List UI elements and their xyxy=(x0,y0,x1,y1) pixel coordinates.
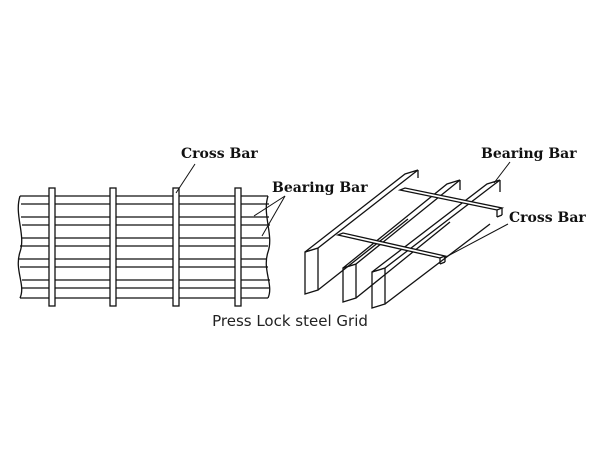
left-cross-bar-label: Cross Bar xyxy=(181,146,258,162)
right-bearing-bar-leader xyxy=(493,161,511,184)
grating-isometric-view: Bearing Bar Cross Bar xyxy=(304,146,586,309)
diagram-caption: Press Lock steel Grid xyxy=(212,312,368,330)
left-break-line xyxy=(17,195,23,299)
right-cross-bar-label: Cross Bar xyxy=(509,210,586,226)
left-bearing-bar-label: Bearing Bar xyxy=(272,180,368,196)
cross-bars-isometric xyxy=(335,187,505,265)
grating-elevation-view: Cross Bar Bearing Bar xyxy=(17,146,368,307)
right-bearing-bar-label: Bearing Bar xyxy=(481,146,577,162)
left-cross-bar-leader xyxy=(175,163,196,194)
cross-bars-elevation xyxy=(48,187,242,307)
left-bearing-bar-leader-1 xyxy=(253,195,286,217)
bearing-bars-elevation xyxy=(19,195,270,299)
right-cross-bar-leader xyxy=(443,223,509,259)
right-break-line xyxy=(265,195,271,299)
left-bearing-bar-leader-2 xyxy=(261,195,286,237)
